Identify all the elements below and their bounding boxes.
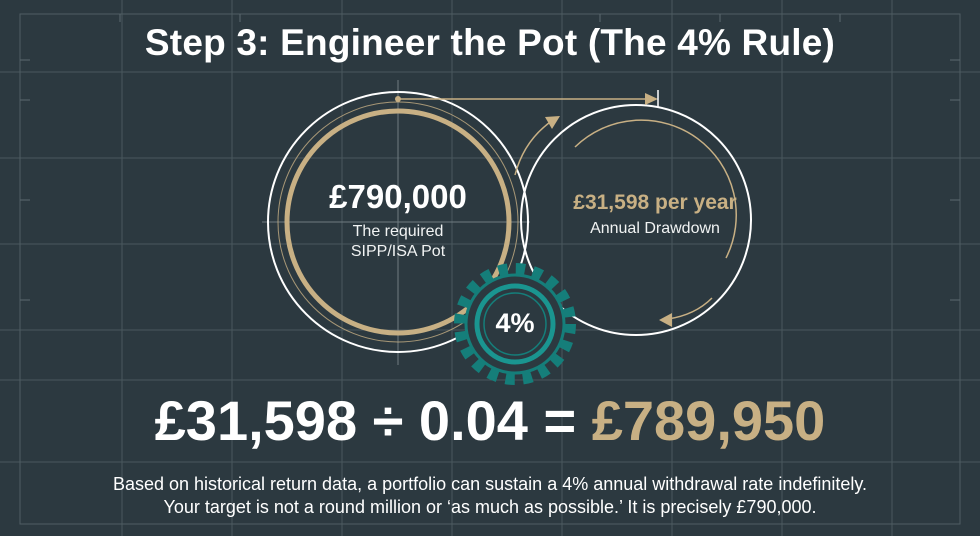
equation: £31,598 ÷ 0.04 = £789,950 (0, 388, 980, 453)
gear-icon (454, 263, 576, 385)
drawdown-caption: Annual Drawdown (590, 220, 720, 237)
drawdown-amount: £31,598 per year (573, 191, 737, 214)
equation-result: £789,950 (591, 389, 826, 452)
pot-amount: £790,000 (329, 178, 467, 215)
pot-gold-ring (284, 108, 512, 336)
pot-caption-line1: The required (352, 223, 444, 240)
upward-curve-arrow (514, 119, 554, 176)
footer-text: Based on historical return data, a portf… (0, 473, 980, 519)
drawdown-ring (520, 104, 752, 336)
return-arrow-head (659, 313, 672, 327)
gear-rate-label: 4% (495, 308, 535, 338)
footer-line2: Your target is not a round million or ‘a… (163, 497, 817, 517)
slide-title: Step 3: Engineer the Pot (The 4% Rule) (144, 22, 836, 63)
equation-left: £31,598 ÷ 0.04 = (154, 389, 592, 452)
top-arrow-head (645, 93, 658, 105)
pot-caption: The required SIPP/ISA Pot (310, 222, 486, 262)
footer-line1: Based on historical return data, a portf… (112, 474, 868, 494)
pot-outer-ring (267, 91, 529, 353)
drawdown-inner-arc (574, 119, 737, 259)
pot-caption-line2: SIPP/ISA Pot (350, 243, 446, 260)
